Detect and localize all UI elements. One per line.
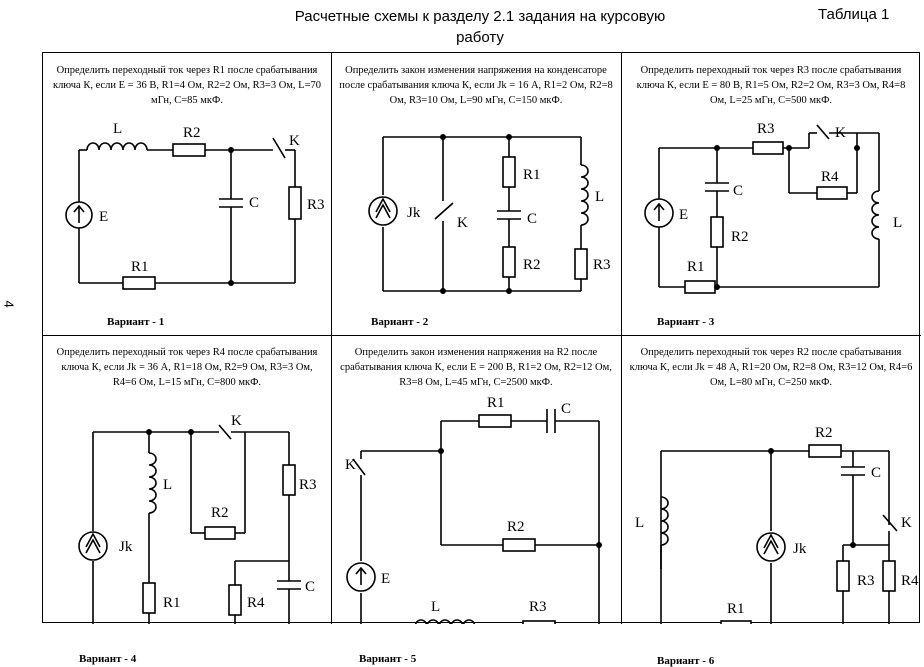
- label-K: K: [901, 515, 912, 531]
- label-R2: R2: [507, 519, 525, 535]
- label-E: E: [679, 207, 688, 223]
- label-R2: R2: [183, 125, 201, 141]
- page-number: 4: [1, 300, 17, 308]
- variant-6-cell: Определить переходный ток через R2 после…: [621, 335, 921, 667]
- variant-2-circuit: Jk K R1 C R2 L R3: [368, 134, 611, 294]
- label-R4: R4: [901, 573, 919, 589]
- label-R1: R1: [131, 259, 149, 275]
- label-K: K: [345, 457, 356, 473]
- variant-5-circuit: R1 C K R2 E L R3: [345, 395, 602, 624]
- variant-1-cell: Определить переходный ток через R1 после…: [43, 53, 331, 335]
- label-R3: R3: [299, 477, 317, 493]
- label-L: L: [893, 215, 902, 231]
- variant-3-label: Вариант - 3: [657, 316, 715, 328]
- variant-5-cell: Определить закон изменения напряжения на…: [331, 335, 621, 665]
- variant-1-task: Определить переходный ток через R1 после…: [52, 65, 322, 106]
- variant-4-label: Вариант - 4: [79, 653, 137, 665]
- label-R3: R3: [757, 121, 775, 137]
- variant-4-task: Определить переходный ток через R4 после…: [56, 347, 318, 388]
- label-C: C: [305, 579, 315, 595]
- table-divider: [43, 335, 921, 336]
- label-K: K: [835, 125, 846, 141]
- label-R2: R2: [523, 257, 541, 273]
- label-L: L: [595, 189, 604, 205]
- title-line-1: Расчетные схемы к разделу 2.1 задания на…: [294, 8, 666, 25]
- label-E: E: [99, 209, 108, 225]
- label-R2: R2: [815, 425, 833, 441]
- label-K: K: [289, 133, 300, 149]
- label-E: E: [381, 571, 390, 587]
- label-R3: R3: [529, 599, 547, 615]
- table-divider: [621, 53, 622, 624]
- table-label: Таблица 1: [818, 6, 890, 23]
- variant-3-cell: Определить переходный ток через R3 после…: [621, 53, 921, 335]
- label-R3: R3: [593, 257, 611, 273]
- label-R1: R1: [523, 167, 541, 183]
- page-title: Расчетные схемы к разделу 2.1 задания на…: [230, 6, 730, 48]
- title-line-2: работу: [456, 29, 504, 46]
- table-divider: [331, 53, 332, 624]
- variant-4-cell: Определить переходный ток через R4 после…: [43, 335, 331, 665]
- variant-6-circuit: R2 C K L Jk R3 R4 R1: [635, 425, 919, 624]
- label-C: C: [561, 401, 571, 417]
- variant-1-label: Вариант - 1: [107, 316, 165, 328]
- label-K: K: [457, 215, 468, 231]
- label-C: C: [871, 465, 881, 481]
- label-L: L: [113, 121, 122, 137]
- variant-3-task: Определить переходный ток через R3 после…: [636, 65, 906, 106]
- variants-table: Определить переходный ток через R1 после…: [42, 52, 921, 667]
- label-R1: R1: [727, 601, 745, 617]
- label-R4: R4: [247, 595, 265, 611]
- variant-2-label: Вариант - 2: [371, 316, 429, 328]
- label-R3: R3: [857, 573, 875, 589]
- label-R2: R2: [731, 229, 749, 245]
- variant-2-task: Определить закон изменения напряжения на…: [339, 65, 613, 106]
- label-R1: R1: [487, 395, 505, 411]
- variant-1-circuit: L R2 K C R3 E R1: [65, 121, 325, 290]
- label-Jk: Jk: [407, 205, 421, 221]
- label-L: L: [163, 477, 172, 493]
- variant-4-circuit: Jk L K R2 R3 C R1 R4: [78, 413, 317, 624]
- label-R1: R1: [163, 595, 181, 611]
- variant-5-task: Определить закон изменения напряжения на…: [340, 347, 612, 388]
- variant-5-label: Вариант - 5: [359, 653, 417, 665]
- variant-6-label: Вариант - 6: [657, 655, 715, 667]
- label-Jk: Jk: [119, 539, 133, 555]
- label-L: L: [431, 599, 440, 615]
- variant-6-task: Определить переходный ток через R2 после…: [629, 347, 913, 388]
- label-R4: R4: [821, 169, 839, 185]
- label-C: C: [249, 195, 259, 211]
- label-Jk: Jk: [793, 541, 807, 557]
- variant-3-circuit: R3 K C R4 E R2 L R1: [644, 121, 902, 294]
- label-K: K: [231, 413, 242, 429]
- label-C: C: [733, 183, 743, 199]
- label-R2: R2: [211, 505, 229, 521]
- label-L: L: [635, 515, 644, 531]
- label-R1: R1: [687, 259, 705, 275]
- label-R3: R3: [307, 197, 325, 213]
- variant-2-cell: Определить закон изменения напряжения на…: [331, 53, 621, 335]
- label-C: C: [527, 211, 537, 227]
